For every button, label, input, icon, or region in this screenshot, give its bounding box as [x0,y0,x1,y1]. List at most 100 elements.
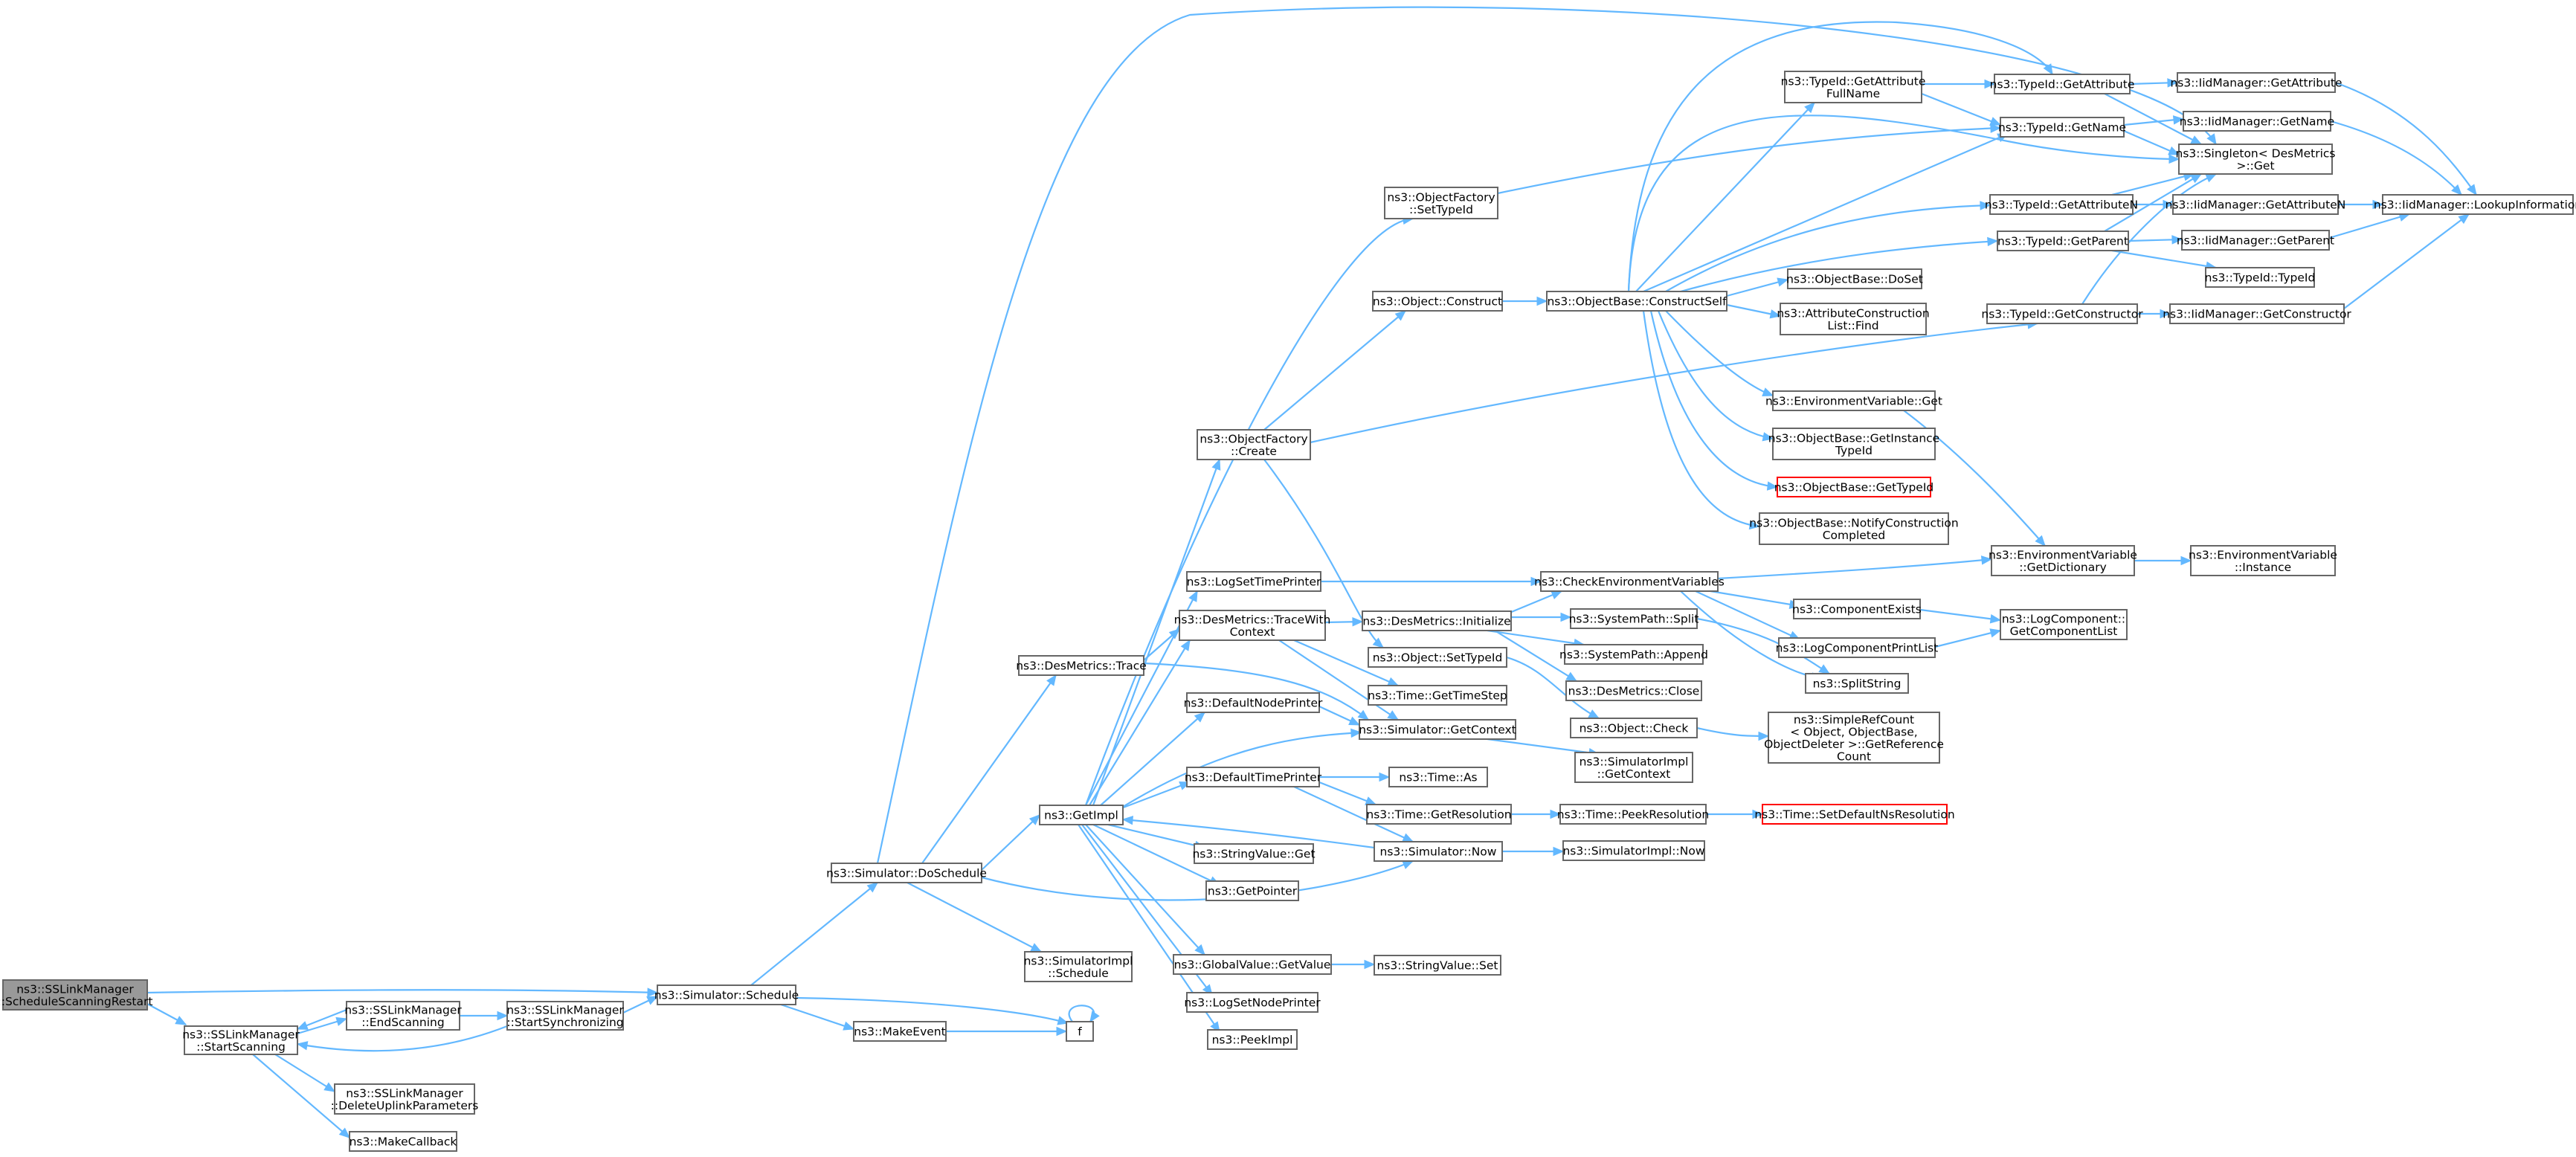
node-stringValueSet[interactable]: ns3::StringValue::Set [1374,955,1501,976]
node-timeGetTimeStep[interactable]: ns3::Time::GetTimeStep [1368,685,1507,706]
node-logSetTimePrinter[interactable]: ns3::LogSetTimePrinter [1186,571,1321,592]
node-typeIdGetParent[interactable]: ns3::TypeId::GetParent [1997,231,2129,251]
node-desInitialize[interactable]: ns3::DesMetrics::Initialize [1362,610,1512,631]
node-box [1768,712,1940,764]
node-logComponentPrintList[interactable]: ns3::LogComponentPrintList [1776,637,1939,658]
node-simImplGetContext[interactable]: ns3::SimulatorImpl::GetContext [1574,752,1693,783]
edge-getImpl-to-objFactoryCreate [1092,458,1221,806]
node-label: ns3::GlobalValue::GetValue [1174,958,1331,972]
edge-iidGetConstructor-to-iidLookupInformation [2343,213,2470,309]
node-simNow[interactable]: ns3::Simulator::Now [1374,841,1503,862]
node-box [2178,144,2333,175]
node-systemPathSplit[interactable]: ns3::SystemPath::Split [1569,608,1699,629]
node-defaultNodePrinter[interactable]: ns3::DefaultNodePrinter [1184,692,1323,713]
node-globalValueGetValue[interactable]: ns3::GlobalValue::GetValue [1173,954,1332,975]
node-logSetNodePrinter[interactable]: ns3::LogSetNodePrinter [1184,992,1321,1013]
node-typeIdGetAttribute[interactable]: ns3::TypeId::GetAttribute [1990,74,2135,94]
node-iidGetParent[interactable]: ns3::IidManager::GetParent [2177,230,2334,251]
node-endScanning[interactable]: ns3::SSLinkManager::EndScanning [344,1001,462,1031]
edge-objFactoryCreate-to-typeIdGetConstructor [1310,320,2039,444]
node-makeEvent[interactable]: ns3::MakeEvent [853,1021,947,1042]
edge-arrowhead [1364,959,1376,970]
node-logComponentGetList[interactable]: ns3::LogComponent::GetComponentList [2000,609,2128,640]
node-iidLookupInformation[interactable]: ns3::IidManager::LookupInformation [2374,194,2576,215]
edge-arrowhead [1758,731,1770,741]
node-makeCallback[interactable]: ns3::MakeCallback [349,1131,457,1152]
node-simpleRefCount[interactable]: ns3::SimpleRefCount< Object, ObjectBase,… [1764,712,1944,764]
node-label: ::Instance [2235,561,2291,574]
edge-typeIdGetName-to-iidGetName [2123,115,2185,126]
node-iidGetName[interactable]: ns3::IidManager::GetName [2180,111,2334,132]
node-typeIdGetAttributeN[interactable]: ns3::TypeId::GetAttributeN [1985,194,2138,215]
node-objectConstruct[interactable]: ns3::Object::Construct [1372,291,1503,312]
node-desClose[interactable]: ns3::DesMetrics::Close [1565,680,1702,701]
node-timePeekResolution[interactable]: ns3::Time::PeekResolution [1557,804,1709,825]
edge-line [1680,239,1998,293]
node-label: ns3::Object::Construct [1373,295,1502,309]
node-singletonGet[interactable]: ns3::Singleton< DesMetrics >::Get [2176,144,2336,175]
node-box [1173,954,1332,975]
node-startSync[interactable]: ns3::SSLinkManager::StartSynchronizing [506,1001,624,1031]
node-envVarGetDictionary[interactable]: ns3::EnvironmentVariable::GetDictionary [1989,545,2137,576]
node-typeIdGetName[interactable]: ns3::TypeId::GetName [1998,117,2126,138]
node-typeIdTypeId[interactable]: ns3::TypeId::TypeId [2205,267,2316,288]
edge-doSchedule-to-simImplSchedule [907,882,1043,953]
node-label: ns3::ObjectBase::NotifyConstruction [1749,516,1958,529]
node-envVarGet[interactable]: ns3::EnvironmentVariable::Get [1765,390,1942,411]
node-simGetContext[interactable]: ns3::Simulator::GetContext [1359,719,1516,740]
node-label: ns3::Object::SetTypeId [1373,651,1503,665]
node-objectBaseNotify[interactable]: ns3::ObjectBase::NotifyConstructionCompl… [1749,512,1959,545]
node-peekImpl[interactable]: ns3::PeekImpl [1207,1029,1298,1050]
node-getImpl[interactable]: ns3::GetImpl [1039,805,1124,825]
node-componentExists[interactable]: ns3::ComponentExists [1792,599,1922,619]
node-typeIdGetConstructor[interactable]: ns3::TypeId::GetConstructor [1981,303,2143,324]
node-constructSelf[interactable]: ns3::ObjectBase::ConstructSelf [1546,291,1727,312]
node-systemPathAppend[interactable]: ns3::SystemPath::Append [1559,644,1708,665]
node-box [1179,610,1326,641]
node-envVarInstance[interactable]: ns3::EnvironmentVariable::Instance [2189,545,2337,576]
node-label: ns3::DefaultTimePrinter [1185,771,1322,784]
node-label: ns3::IidManager::GetParent [2177,234,2334,248]
node-f[interactable]: f [1066,1021,1094,1042]
edge-arrowhead [1365,796,1377,805]
node-defaultTimePrinter[interactable]: ns3::DefaultTimePrinter [1185,767,1322,787]
node-desTrace[interactable]: ns3::DesMetrics::Trace [1016,655,1147,676]
node-objFactoryCreate[interactable]: ns3::ObjectFactory::Create [1197,429,1311,460]
node-deleteUplink[interactable]: ns3::SSLinkManager::DeleteUplinkParamete… [331,1083,479,1115]
edge-arrowhead [1980,201,1991,210]
node-simImplSchedule[interactable]: ns3::SimulatorImpl::Schedule [1024,951,1133,982]
node-objectBaseDoSet[interactable]: ns3::ObjectBase::DoSet [1786,268,1923,289]
node-objectSetTypeId[interactable]: ns3::Object::SetTypeId [1368,647,1507,668]
node-doSchedule[interactable]: ns3::Simulator::DoSchedule [826,863,987,883]
edge-arrowhead [1989,614,2002,624]
node-box [1374,955,1501,976]
node-getPointer[interactable]: ns3::GetPointer [1205,880,1299,901]
node-label: ns3::Object::Check [1580,722,1689,735]
node-stringValueGet[interactable]: ns3::StringValue::Get [1192,843,1316,864]
edge-constructSelf-to-objectBaseGetTypeId [1649,310,1779,491]
node-simSchedule[interactable]: ns3::Simulator::Schedule [654,984,799,1005]
node-iidGetConstructor[interactable]: ns3::IidManager::GetConstructor [2163,303,2351,324]
node-box [1778,637,1936,658]
node-objectBaseGetTypeId[interactable]: ns3::ObjectBase::GetTypeId [1774,477,1934,497]
node-objectCheck[interactable]: ns3::Object::Check [1570,718,1698,738]
node-objFactorySetTypeId[interactable]: ns3::ObjectFactory::SetTypeId [1384,187,1498,219]
node-simImplNow[interactable]: ns3::SimulatorImpl::Now [1562,840,1705,861]
node-root[interactable]: ns3::SSLinkManager::ScheduleScanningRest… [0,979,152,1011]
node-timeSetDefaultNsResolution[interactable]: ns3::Time::SetDefaultNsResolution [1754,804,1955,825]
edge-line [2334,81,2477,196]
node-startScanning[interactable]: ns3::SSLinkManager::StartScanning [182,1025,300,1055]
edge-line [1293,786,1414,842]
node-timeAs[interactable]: ns3::Time::As [1388,767,1488,787]
node-splitString[interactable]: ns3::SplitString [1805,673,1909,694]
node-timeGetResolution[interactable]: ns3::Time::GetResolution [1366,804,1512,825]
node-iidGetAttribute[interactable]: ns3::IidManager::GetAttribute [2170,72,2342,93]
node-box [1562,840,1705,861]
node-checkEnvVars[interactable]: ns3::CheckEnvironmentVariables [1534,571,1725,592]
node-iidGetAttributeN[interactable]: ns3::IidManager::GetAttributeN [2166,194,2346,215]
node-box [1205,880,1299,901]
